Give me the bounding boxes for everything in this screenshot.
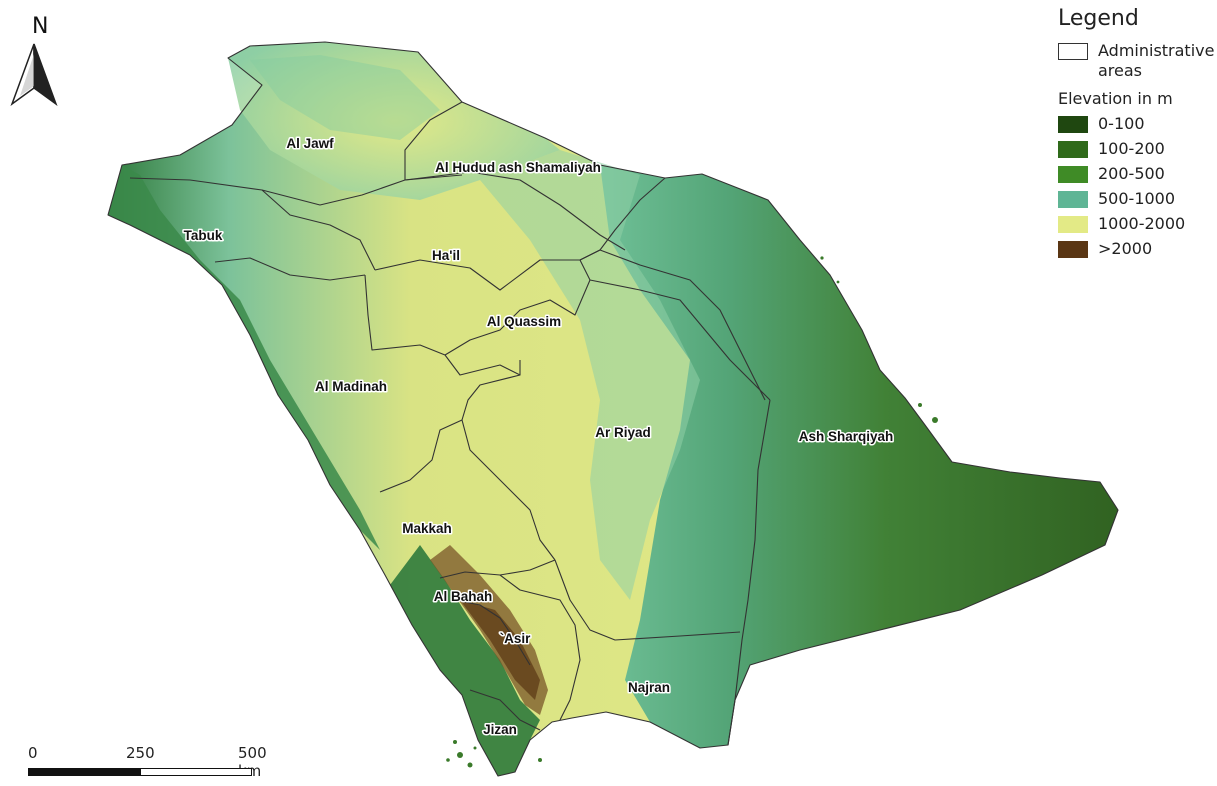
region-label-ash-sharqiyah: Ash Sharqiyah [799,429,894,444]
legend-class-row: 1000-2000 [1058,214,1217,233]
elevation-class-label: 0-100 [1098,114,1145,133]
map-legend: Legend Administrative areas Elevation in… [1058,6,1217,264]
north-arrow: N [8,6,60,106]
elevation-swatch [1058,116,1088,133]
elevation-swatch [1058,141,1088,158]
scale-label-0: 0 [28,744,38,762]
legend-admin-label: Administrative areas [1098,41,1215,80]
elevation-class-label: 1000-2000 [1098,214,1186,233]
scale-bar: 0 250 500 km [28,744,288,784]
region-label-tabuk: Tabuk [184,228,223,243]
legend-class-row: 100-200 [1058,139,1217,158]
elevation-swatch [1058,241,1088,258]
elevation-class-label: 200-500 [1098,164,1165,183]
scale-label-250: 250 [126,744,155,762]
elevation-class-label: 500-1000 [1098,189,1176,208]
legend-class-row: 500-1000 [1058,189,1217,208]
region-label-al-madinah: Al Madinah [315,379,387,394]
west-coast-escarpment [108,165,380,550]
north-letter: N [32,14,49,39]
legend-elevation-title: Elevation in m [1058,89,1173,108]
region-label-najran: Najran [628,680,670,695]
region-labels: Al Jawf Al Hudud ash ShamaliyahTabukHa'il… [182,135,895,739]
region-label-hail: Ha'il [432,248,460,263]
region-label-al-hudud: Al Hudud ash Shamaliyah [435,160,601,175]
elevation-class-label: 100-200 [1098,139,1165,158]
legend-title: Legend [1058,6,1139,31]
elevation-swatch [1058,191,1088,208]
elevation-swatch [1058,166,1088,183]
coastal-islands [446,256,938,768]
northern-plateau [228,42,560,200]
region-label-al-quassim: Al Quassim [487,314,561,329]
region-label-jizan: Jizan [483,722,517,737]
administrative-boundaries [107,41,1119,777]
eastern-lowlands [480,150,1118,748]
scale-bar-black [28,768,140,776]
admin-area-swatch [1058,43,1088,60]
elevation-class-label: >2000 [1098,239,1153,258]
legend-class-row: >2000 [1058,239,1217,258]
region-label-al-jawf: Al Jawf [286,136,334,151]
region-label-al-bahah: Al Bahah [434,589,493,604]
region-label-ar-riyad: Ar Riyad [595,425,651,440]
legend-class-row: 0-100 [1058,114,1217,133]
legend-admin-row: Administrative areas [1058,41,1217,81]
legend-class-row: 200-500 [1058,164,1217,183]
legend-elevation-classes: 0-100 100-200 200-500 500-1000 1000-2000 >200… [1058,114,1217,258]
north-arrow-icon [10,43,58,106]
region-label-makkah: Makkah [402,521,452,536]
region-label-asir: `Asir [500,631,532,646]
elevation-swatch [1058,216,1088,233]
asir-highlands [390,545,548,776]
scale-bar-white [140,768,252,776]
